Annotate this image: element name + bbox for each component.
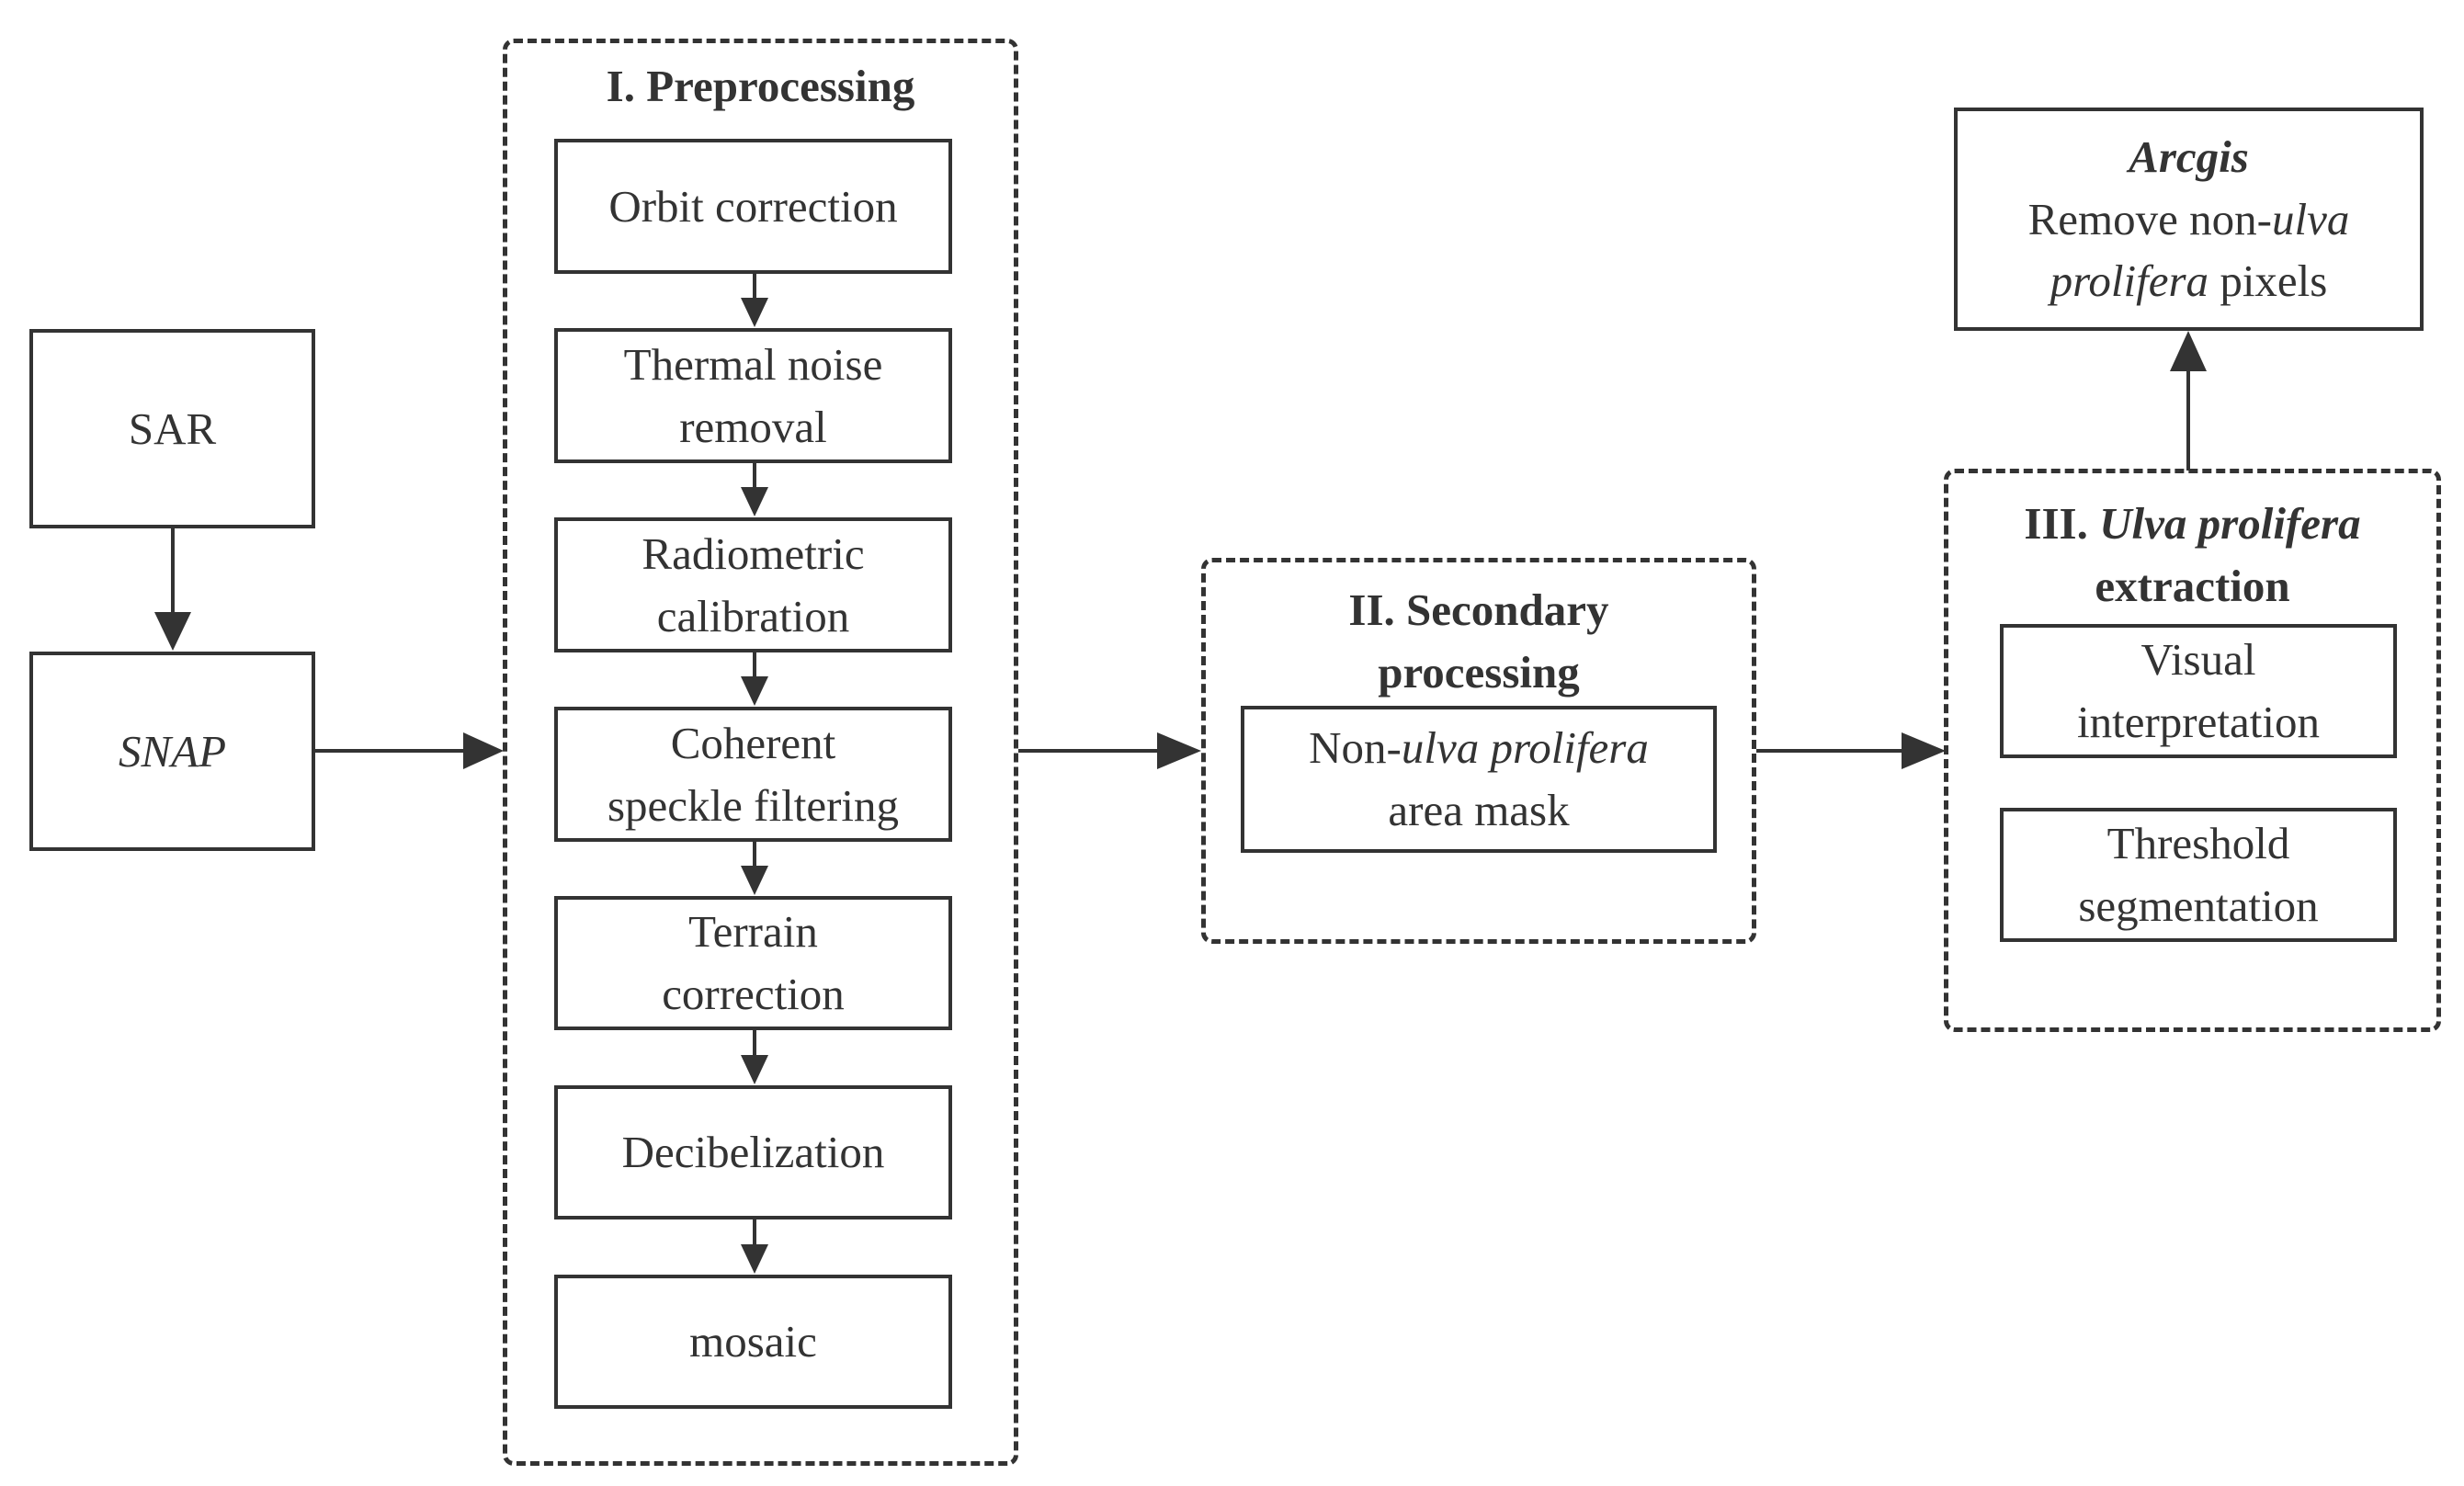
secondary-processing-group [1201,558,1756,944]
decibelization-box: Decibelization [554,1085,952,1219]
extraction-title: III. Ulva prolifera extraction [2024,498,2361,611]
step-label: Decibelization [621,1127,885,1178]
threshold-segmentation-box: Threshold segmentation [2000,808,2397,942]
step-label-line2: correction [662,969,845,1019]
secondary-processing-title: II. Secondary processing [1348,584,1609,698]
sar-box: SAR [29,329,315,528]
snap-box: SNAP [29,652,315,851]
sar-label: SAR [128,403,217,454]
visual-line1: Visual [2140,634,2256,686]
step-label-line2: speckle filtering [607,779,900,831]
area-mask-line1: Non-ulva prolifera [1309,722,1649,774]
step-label: Orbit correction [608,180,898,232]
area-mask-line2: area mask [1388,785,1570,835]
visual-interpretation-box: Visual interpretation [2000,624,2397,758]
step-label-line1: Terrain [688,906,818,958]
threshold-line2: segmentation [2078,880,2319,931]
preprocessing-title: I. Preprocessing [606,61,915,111]
extraction-group [1944,469,2441,1032]
mosaic-box: mosaic [554,1275,952,1409]
arcgis-box: Arcgis Remove non-ulva prolifera pixels [1954,108,2424,331]
step-label-line1: Thermal noise [623,338,883,390]
snap-label: SNAP [118,725,227,777]
step-label-line1: Coherent [670,717,836,768]
step-label-line2: calibration [656,590,850,641]
step-label-line1: Radiometric [642,527,865,579]
arcgis-line3: prolifera pixels [2050,255,2328,307]
visual-line2: interpretation [2077,697,2320,747]
arcgis-line2: Remove non-ulva [2027,193,2350,244]
arcgis-title: Arcgis [2129,131,2249,183]
step-label-line2: removal [679,401,827,452]
thermal-noise-removal-box: Thermal noise removal [554,328,952,463]
coherent-speckle-filtering-box: Coherent speckle filtering [554,707,952,842]
preprocessing-group [503,39,1018,1466]
terrain-correction-box: Terrain correction [554,896,952,1030]
step-label: mosaic [689,1316,817,1367]
area-mask-box: Non-ulva prolifera area mask [1241,706,1717,853]
radiometric-calibration-box: Radiometric calibration [554,517,952,652]
threshold-line1: Threshold [2106,818,2290,869]
orbit-correction-box: Orbit correction [554,139,952,274]
